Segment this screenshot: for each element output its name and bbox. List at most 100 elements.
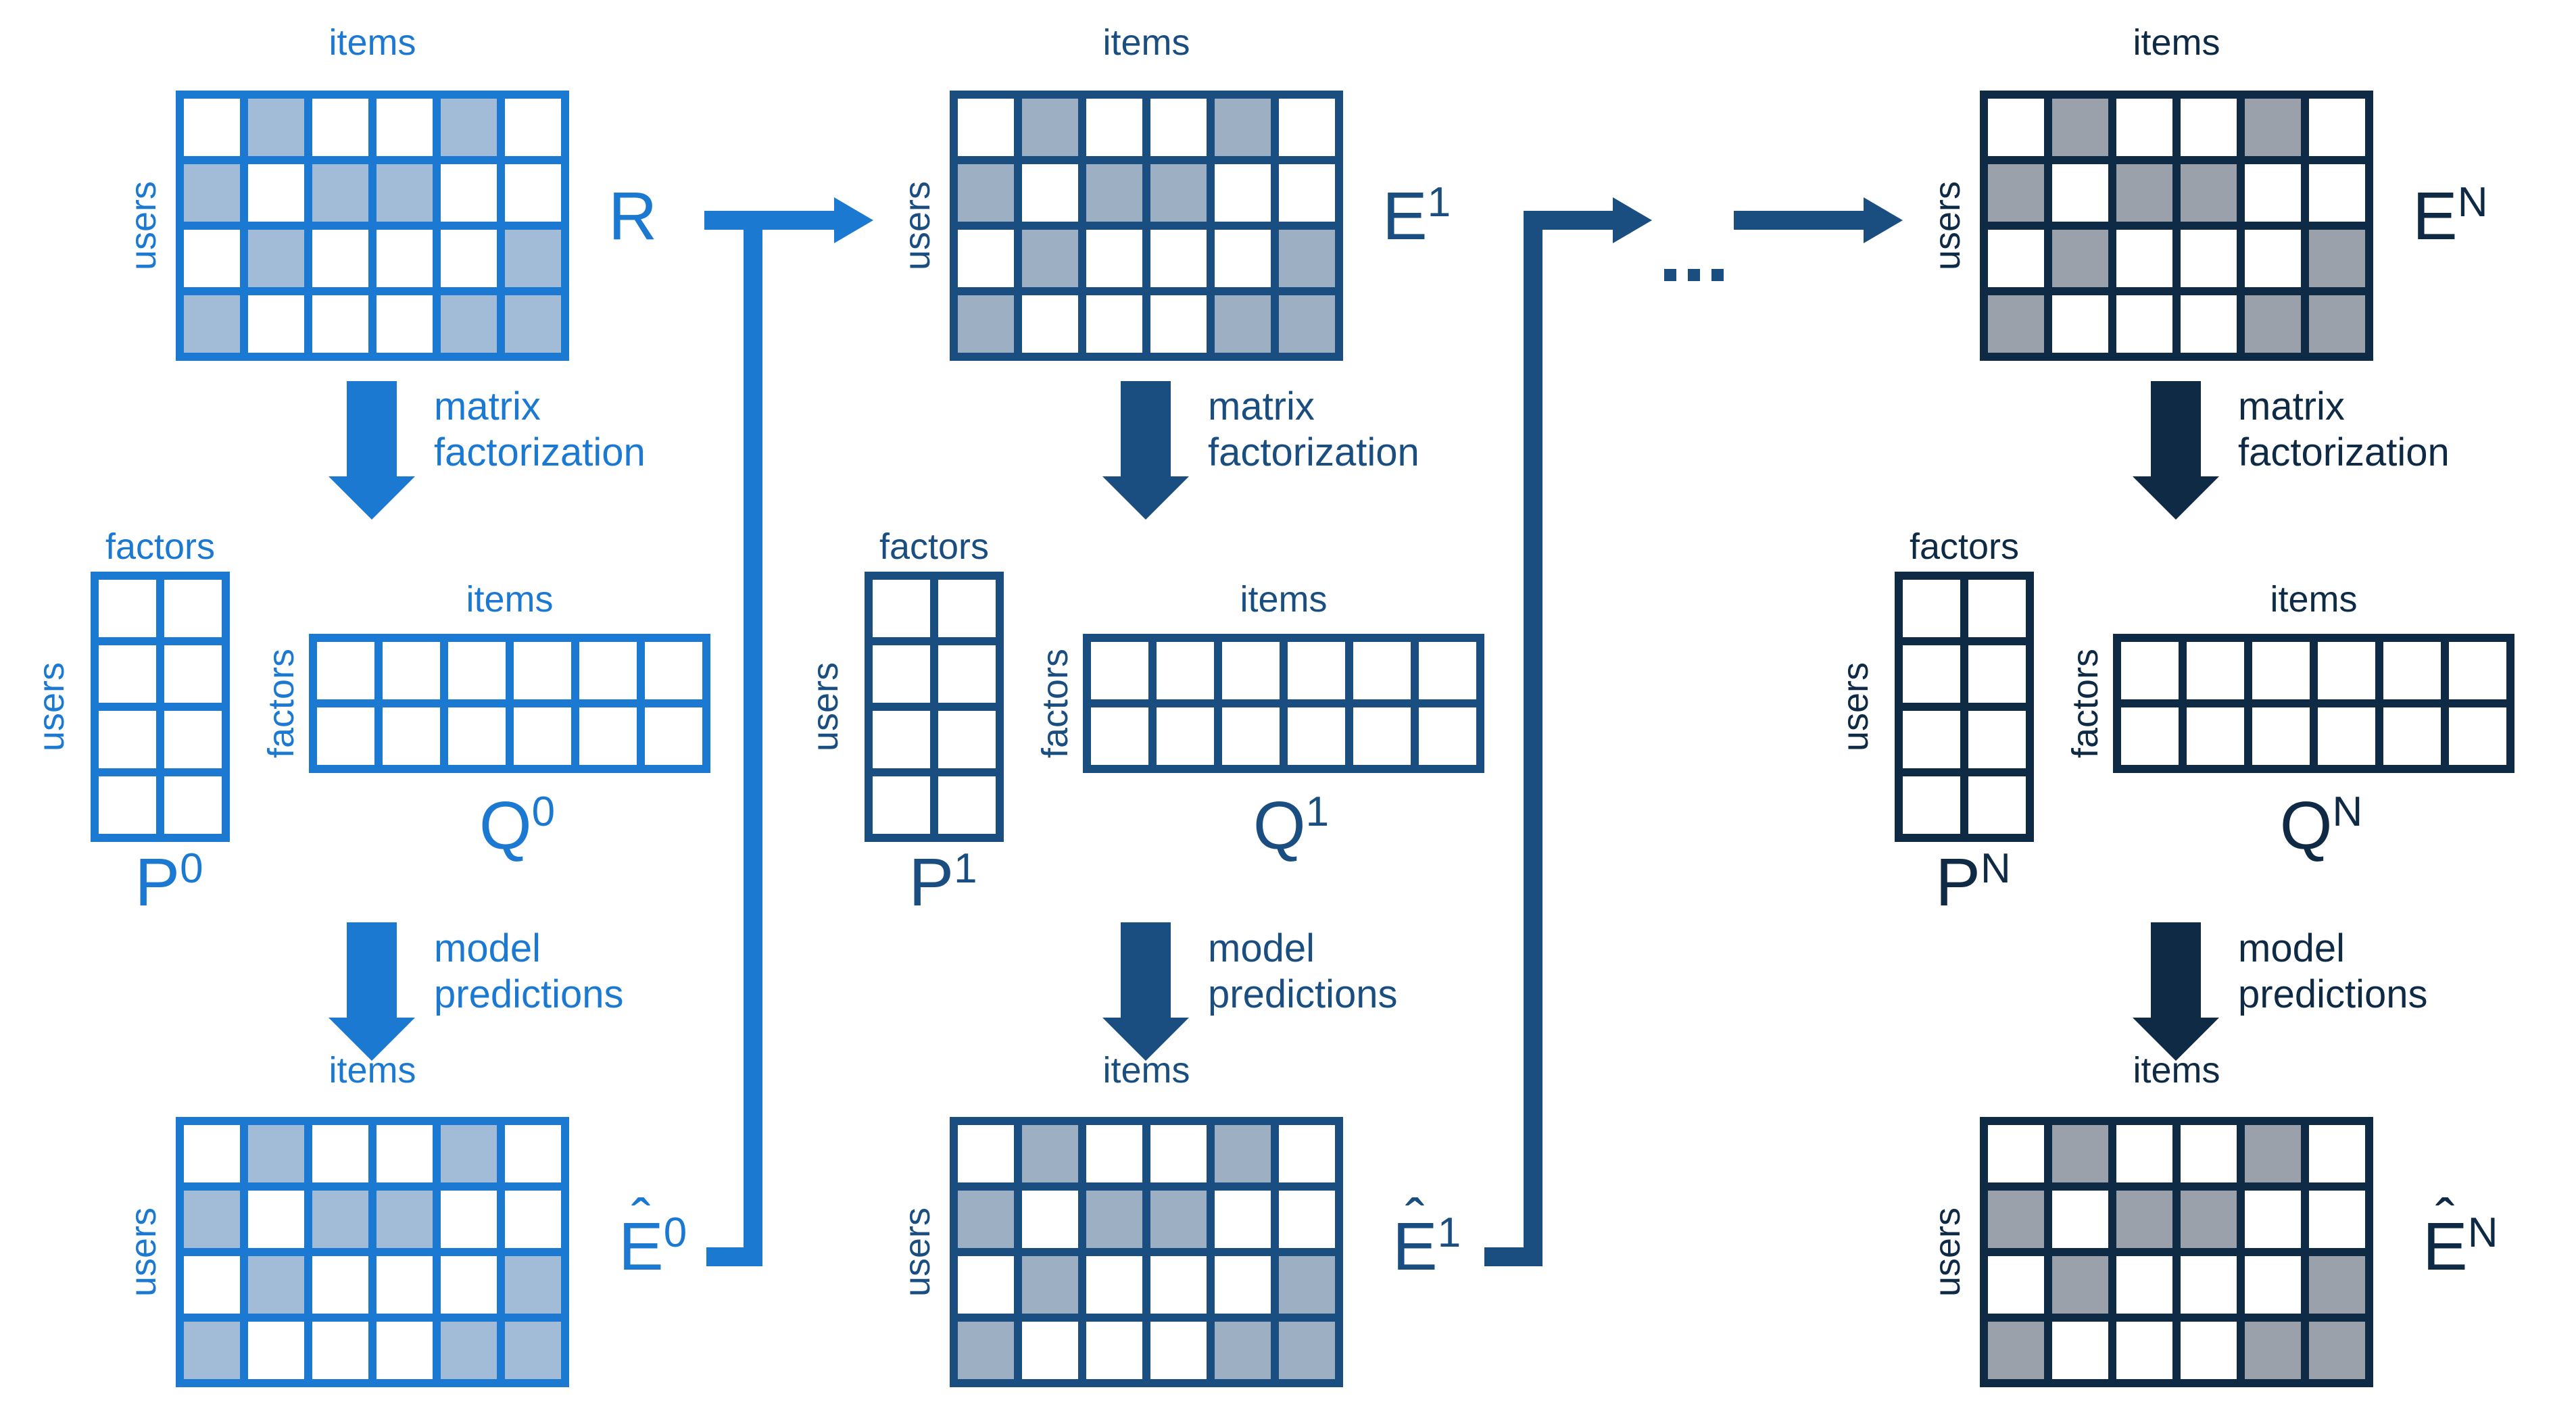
ratings-matrix (176, 91, 569, 361)
matrix-cell (1988, 230, 2044, 287)
matrix-cell (2052, 1191, 2108, 1248)
matrix-cell-filled (2116, 1191, 2172, 1248)
matrix-cell (376, 99, 433, 156)
q-matrix (2113, 634, 2514, 773)
users-axis-label: users (123, 180, 164, 271)
matrix-cell (317, 642, 374, 699)
matrix-cell (1288, 707, 1345, 765)
matrix-cell (99, 711, 156, 768)
matrix-cell (2245, 1191, 2301, 1248)
matrix-cell-filled (2181, 1191, 2237, 1248)
matrix-cell (2052, 1322, 2108, 1379)
matrix-cell-filled (1988, 1191, 2044, 1248)
matrix-cell-filled (958, 1322, 1014, 1379)
matrix-cell (312, 295, 368, 353)
predictions-matrix (1980, 1117, 2373, 1387)
factors-axis-label: factors (1035, 648, 1075, 759)
matrix-cell-filled (184, 164, 240, 222)
matrix-cell (1150, 1256, 1207, 1314)
matrix-cell-filled (505, 295, 561, 353)
stage-column-stage-N: items users EN matrix factorization fact… (1804, 0, 2554, 1421)
matrix-cell (1086, 295, 1142, 353)
matrix-cell-filled (441, 1322, 497, 1379)
matrix-cell (2116, 99, 2172, 156)
matrix-cell (317, 707, 374, 765)
matrix-cell (441, 1256, 497, 1314)
matrix-cell (2383, 642, 2441, 699)
matrix-cell-filled (2052, 1125, 2108, 1182)
factors-axis-label: factors (105, 526, 216, 567)
users-axis-label: users (1927, 180, 1968, 271)
matrix-cell (1968, 711, 2026, 768)
matrix-cell (164, 645, 222, 703)
factors-axis-label: factors (879, 526, 990, 567)
matrix-cell (2245, 164, 2301, 222)
matrix-cell-filled (2309, 1256, 2365, 1314)
matrix-cell (579, 642, 637, 699)
matrix-cell (383, 642, 440, 699)
matrix-cell (184, 230, 240, 287)
matrix-cell (514, 707, 571, 765)
matrix-cell (1091, 642, 1148, 699)
matrix-cell-filled (1150, 164, 1207, 222)
ratings-matrix (1980, 91, 2373, 361)
matrix-cell-filled (1988, 164, 2044, 222)
matrix-cell (938, 580, 996, 637)
stage-column-stage-0: items users R matrix factorization facto… (0, 0, 750, 1421)
model-predictions-label: model predictions (434, 926, 624, 1016)
matrix-cell (1086, 1256, 1142, 1314)
matrix-cell-filled (2245, 1322, 2301, 1379)
matrix-cell (1022, 295, 1078, 353)
matrix-cell-filled (184, 1322, 240, 1379)
arrow-shaft (2151, 381, 2201, 476)
matrix-cell (514, 642, 571, 699)
predictions-matrix (176, 1117, 569, 1387)
matrix-cell (2318, 642, 2375, 699)
matrix-cell-filled (2052, 230, 2108, 287)
matrix-cell (645, 707, 702, 765)
matrix-cell-filled (2245, 295, 2301, 353)
matrix-cell (938, 645, 996, 703)
matrix-cell (1279, 99, 1335, 156)
matrix-cell (1215, 230, 1271, 287)
matrix-cell (1150, 295, 1207, 353)
feedback-line-elbow (706, 1247, 762, 1266)
top-matrix-label: E1 (1382, 178, 1451, 254)
ellipsis-dot (1688, 269, 1700, 281)
users-axis-label: users (897, 1207, 938, 1297)
matrix-cell-filled (1086, 1191, 1142, 1248)
matrix-cell (1086, 99, 1142, 156)
matrix-cell-filled (1086, 164, 1142, 222)
hat-accent: ˆ (631, 1187, 651, 1252)
matrix-cell (1903, 645, 1960, 703)
matrix-cell (2116, 1322, 2172, 1379)
p-matrix (1895, 572, 2034, 842)
matrix-cell (312, 99, 368, 156)
ratings-matrix (950, 91, 1343, 361)
stage-column-stage-1: items users E1 matrix factorization fact… (774, 0, 1524, 1421)
matrix-cell-filled (505, 1322, 561, 1379)
matrix-cell (2116, 1256, 2172, 1314)
matrix-cell (2052, 295, 2108, 353)
matrix-cell (2121, 707, 2179, 765)
matrix-cell (312, 230, 368, 287)
matrix-cell-filled (1215, 1125, 1271, 1182)
matrix-cell-filled (2309, 230, 2365, 287)
matrix-cell-filled (441, 99, 497, 156)
arrow-head-down-icon (2133, 476, 2219, 520)
matrix-cell (2252, 642, 2310, 699)
matrix-cell (2187, 642, 2244, 699)
matrix-cell (1903, 580, 1960, 637)
matrix-cell (1903, 776, 1960, 834)
matrix-cell (2449, 707, 2506, 765)
matrix-cell (1022, 1191, 1078, 1248)
matrix-cell (448, 642, 506, 699)
matrix-cell (2449, 642, 2506, 699)
matrix-cell (1222, 642, 1280, 699)
matrix-cell (1968, 645, 2026, 703)
matrix-cell (2181, 1125, 2237, 1182)
q-matrix (1083, 634, 1484, 773)
matrix-cell (1022, 1322, 1078, 1379)
matrix-cell (1279, 164, 1335, 222)
items-axis-label: items (329, 1050, 416, 1091)
